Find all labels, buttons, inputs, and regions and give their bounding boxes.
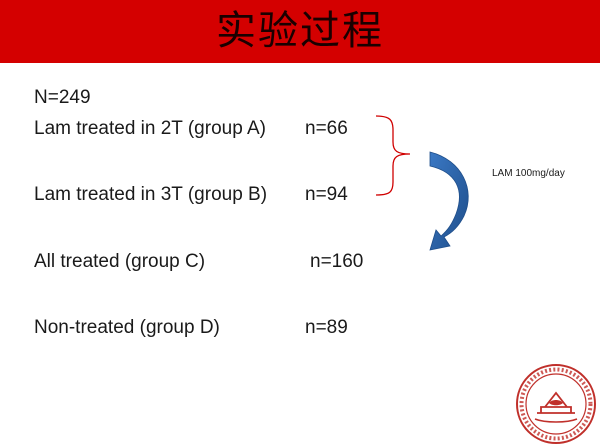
curved-arrow-icon bbox=[429, 151, 469, 251]
group-d-label: Non-treated (group D) bbox=[34, 317, 220, 338]
group-d-count: n=89 bbox=[305, 317, 348, 338]
group-a-label: Lam treated in 2T (group A) bbox=[34, 118, 266, 139]
group-b-label: Lam treated in 3T (group B) bbox=[34, 184, 268, 205]
group-c-label: All treated (group C) bbox=[34, 251, 206, 272]
group-a-count: n=66 bbox=[305, 118, 348, 139]
university-seal-icon bbox=[516, 364, 596, 444]
group-b-count: n=94 bbox=[305, 184, 348, 205]
right-brace bbox=[375, 115, 411, 196]
group-c-count: n=160 bbox=[310, 251, 364, 272]
total-count: N=249 bbox=[34, 87, 91, 108]
title-bar bbox=[0, 0, 600, 63]
slide-title: 实验过程 bbox=[216, 8, 384, 54]
dose-label: LAM 100mg/day bbox=[492, 168, 565, 179]
